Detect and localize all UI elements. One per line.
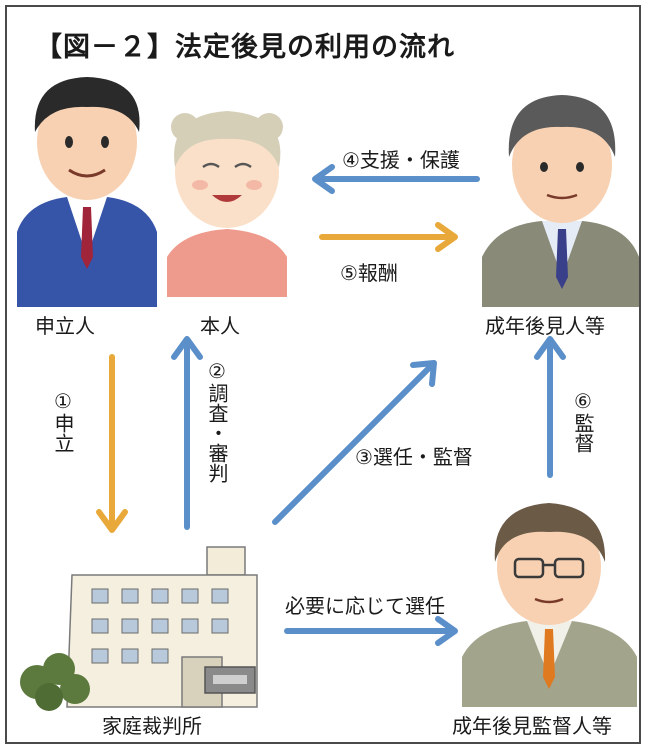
label-investigation: ②調査・審判: [205, 359, 229, 483]
arrow-appoint: [272, 360, 437, 525]
label-fee: ⑤報酬: [340, 261, 398, 285]
petitioner-illustration: [17, 77, 157, 307]
person-illustration: [167, 111, 287, 297]
arrow-fee: [319, 222, 458, 252]
figure-title: 【図－２】法定後見の利用の流れ: [35, 32, 455, 63]
diagram-canvas: [17, 77, 639, 711]
label-supervise: ⑥監督: [571, 389, 595, 453]
arrow-investigation: [171, 336, 203, 530]
guardian-illustration: [482, 95, 639, 307]
label-support: ④支援・保護: [342, 148, 460, 172]
label-court: 家庭裁判所: [102, 714, 202, 738]
label-guardian: 成年後見人等: [485, 314, 605, 338]
label-petitioner: 申立人: [35, 314, 95, 338]
label-appoint: ③選任・監督: [355, 445, 473, 469]
arrow-petition: [96, 354, 128, 533]
arrow-support: [312, 164, 480, 194]
label-person: 本人: [200, 314, 240, 338]
label-supervisor: 成年後見監督人等: [452, 714, 612, 738]
court-illustration: [20, 546, 258, 711]
arrow-supervise: [534, 336, 566, 478]
label-petition: ①申立: [51, 389, 75, 453]
label-appoint-if-needed: 必要に応じて選任: [285, 594, 445, 618]
figure-frame: 【図－２】法定後見の利用の流れ: [5, 5, 641, 744]
supervisor-illustration: [462, 503, 637, 707]
arrow-appoint-if-needed: [284, 616, 458, 646]
